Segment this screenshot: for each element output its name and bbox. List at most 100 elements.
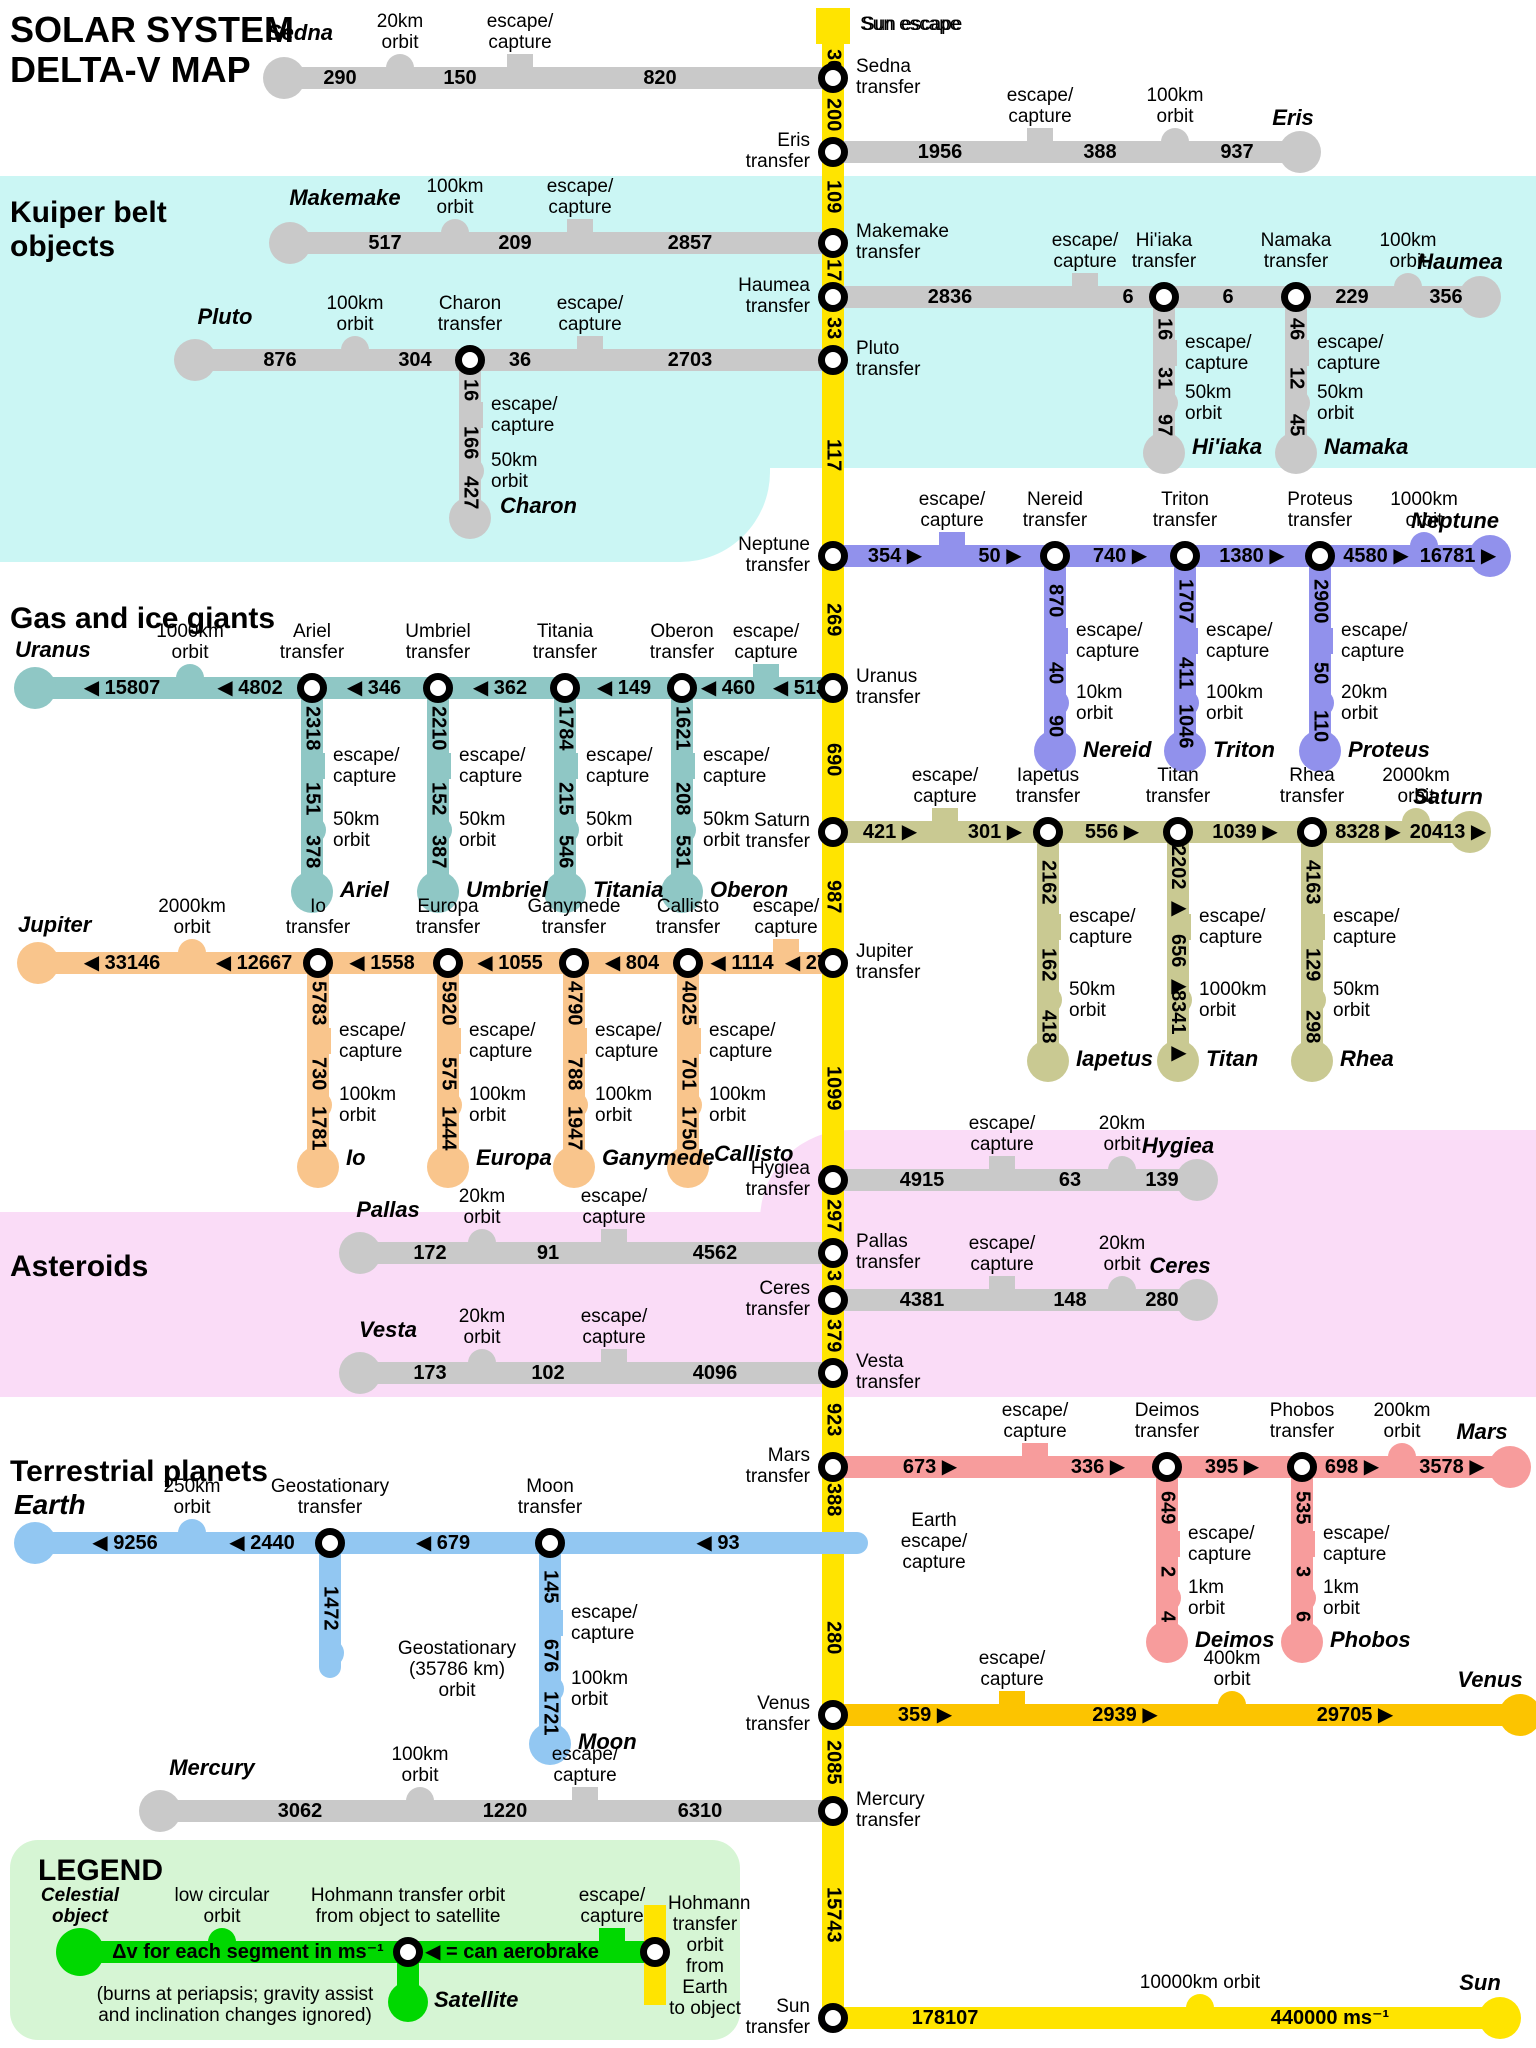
orbit-label-proteus: 20km orbit [1341, 682, 1388, 724]
escape-capture-marker-venus [999, 1691, 1025, 1706]
dv-value-earth: ◀ 9256 [92, 1532, 158, 1554]
dv-value-namaka: 45 [1285, 413, 1308, 437]
trunk-node-label-vesta-transfer: Vesta transfer [856, 1351, 921, 1393]
dv-value-pluto: 36 [508, 349, 532, 371]
transfer-label-charon-transfer: Charon transfer [437, 293, 503, 335]
dv-value-sedna: 820 [643, 67, 677, 89]
transfer-label-geostationary-transfer: Geostationary transfer [270, 1476, 390, 1518]
dv-value-ceres: 280 [1145, 1289, 1179, 1311]
dv-value-eris: 937 [1220, 141, 1254, 163]
escape-capture-marker-triton [1183, 628, 1198, 654]
orbit-marker-venus [1218, 1691, 1246, 1705]
dv-value-triton: 1046 [1174, 703, 1197, 749]
dv-value-titania: 546 [554, 835, 577, 869]
dv-value-vesta: 173 [413, 1362, 447, 1384]
name-venus: Venus [1457, 1667, 1523, 1692]
dv-value-pallas: 4562 [692, 1242, 738, 1264]
trunk-dv-value: 17 [822, 258, 845, 282]
orbit-marker-triton [1183, 689, 1199, 717]
terminus-europa [427, 1146, 469, 1188]
orbit-label-pallas: 20km orbit [458, 1186, 506, 1228]
dv-value-io: 730 [307, 1057, 330, 1091]
dv-value-umbriel: 2210 [427, 705, 450, 751]
dv-value-namaka: 46 [1285, 317, 1308, 341]
escape-capture-marker-legend-line [599, 1928, 625, 1943]
orbit-marker-uranus [176, 664, 204, 678]
escape-capture-marker-vesta [601, 1349, 627, 1364]
dv-value-neptune: 16781 ▶ [1419, 545, 1497, 567]
terminus-pallas [339, 1232, 381, 1274]
orbit-label-charon: 50km orbit [491, 450, 538, 492]
dv-value-nereid: 90 [1044, 714, 1067, 738]
dv-value-pluto: 876 [263, 349, 297, 371]
trunk-node-hygiea-transfer [818, 1165, 848, 1195]
orbit-marker-pallas [468, 1229, 496, 1243]
escape-capture-marker-hiiaka [1162, 340, 1177, 366]
escape-capture-marker-proteus [1318, 628, 1333, 654]
escape-capture-marker-europa [446, 1028, 461, 1054]
trunk-node-label-neptune-transfer: Neptune transfer [738, 534, 810, 576]
name-earth: Earth [14, 1489, 86, 1520]
dv-value-mars: 3578 ▶ [1419, 1456, 1485, 1478]
escape-capture-label-ganymede: escape/ capture [595, 1020, 662, 1062]
name-makemake: Makemake [289, 185, 401, 210]
trunk-node-pluto-transfer [818, 345, 848, 375]
dv-value-mercury: 3062 [277, 1800, 323, 1822]
section-giants: Gas and ice giants [10, 602, 276, 635]
dv-value-earth: ◀ 679 [415, 1532, 471, 1554]
trunk-node-label-sedna-transfer: Sedna transfer [856, 56, 921, 98]
dv-value-iapetus: 418 [1037, 1010, 1060, 1044]
name-charon: Charon [500, 493, 577, 518]
name-triton: Triton [1213, 737, 1275, 762]
transfer-node-rhea-transfer [1297, 817, 1327, 847]
orbit-label-hiiaka: 50km orbit [1185, 382, 1232, 424]
escape-capture-label-mars: escape/ capture [1001, 1400, 1069, 1442]
escape-capture-label-uranus: escape/ capture [732, 621, 800, 663]
dv-value-phobos: 3 [1291, 1566, 1314, 1578]
transfer-label-iapetus-transfer: Iapetus transfer [1015, 765, 1081, 807]
dv-value-pallas: 172 [413, 1242, 447, 1264]
line-hygiea [826, 1169, 1197, 1191]
escape-capture-marker-titania [563, 753, 578, 779]
orbit-marker-titania [563, 816, 579, 844]
orbit-label-makemake: 100km orbit [426, 176, 484, 218]
terminus-earth [14, 1522, 56, 1564]
escape-capture-marker-umbriel [436, 753, 451, 779]
orbit-label-jupiter: 2000km orbit [158, 896, 226, 938]
orbit-marker-ceres [1108, 1276, 1136, 1290]
line-mercury [160, 1800, 840, 1822]
transfer-label-phobos-transfer: Phobos transfer [1269, 1400, 1335, 1442]
dv-value-pluto: 2703 [667, 349, 713, 371]
escape-capture-marker-namaka [1294, 340, 1309, 366]
legend-note: (burns at periapsis; gravity assist and … [96, 1984, 374, 2026]
name-callisto: Callisto [714, 1141, 794, 1166]
terminus-legend-line [56, 1928, 104, 1976]
transfer-node-io-transfer [303, 948, 333, 978]
escape-capture-marker-callisto [686, 1028, 701, 1054]
dv-value-hiiaka: 97 [1153, 413, 1176, 437]
orbit-label-io: 100km orbit [339, 1084, 397, 1126]
terminus-nereid [1034, 730, 1076, 772]
dv-value-ariel: 151 [301, 782, 324, 816]
transfer-label-europa-transfer: Europa transfer [415, 896, 481, 938]
terminus-sedna [263, 57, 305, 99]
orbit-label-callisto: 100km orbit [709, 1084, 767, 1126]
dv-value-venus: 359 ▶ [897, 1704, 953, 1726]
terminus-pluto [174, 339, 216, 381]
dv-value-charon: 166 [459, 426, 482, 460]
dv-value-uranus: ◀ 513 [772, 677, 828, 699]
dv-value-jupiter: ◀ 804 [604, 952, 660, 974]
escape-capture-marker-moon [548, 1610, 563, 1636]
transfer-label-moon-transfer: Moon transfer [517, 1476, 583, 1518]
orbit-label-rhea: 50km orbit [1333, 979, 1380, 1021]
transfer-label-callisto-transfer: Callisto transfer [655, 896, 721, 938]
dv-value-mars: 673 ▶ [902, 1456, 958, 1478]
name-neptune: Neptune [1411, 508, 1499, 533]
escape-capture-marker-charon [468, 402, 483, 428]
dv-value-jupiter: ◀ 1055 [477, 952, 543, 974]
transfer-node-deimos-transfer [1152, 1452, 1182, 1482]
name-vesta: Vesta [359, 1317, 417, 1342]
orbit-marker-iapetus [1046, 986, 1062, 1014]
terminus-jupiter [17, 942, 59, 984]
